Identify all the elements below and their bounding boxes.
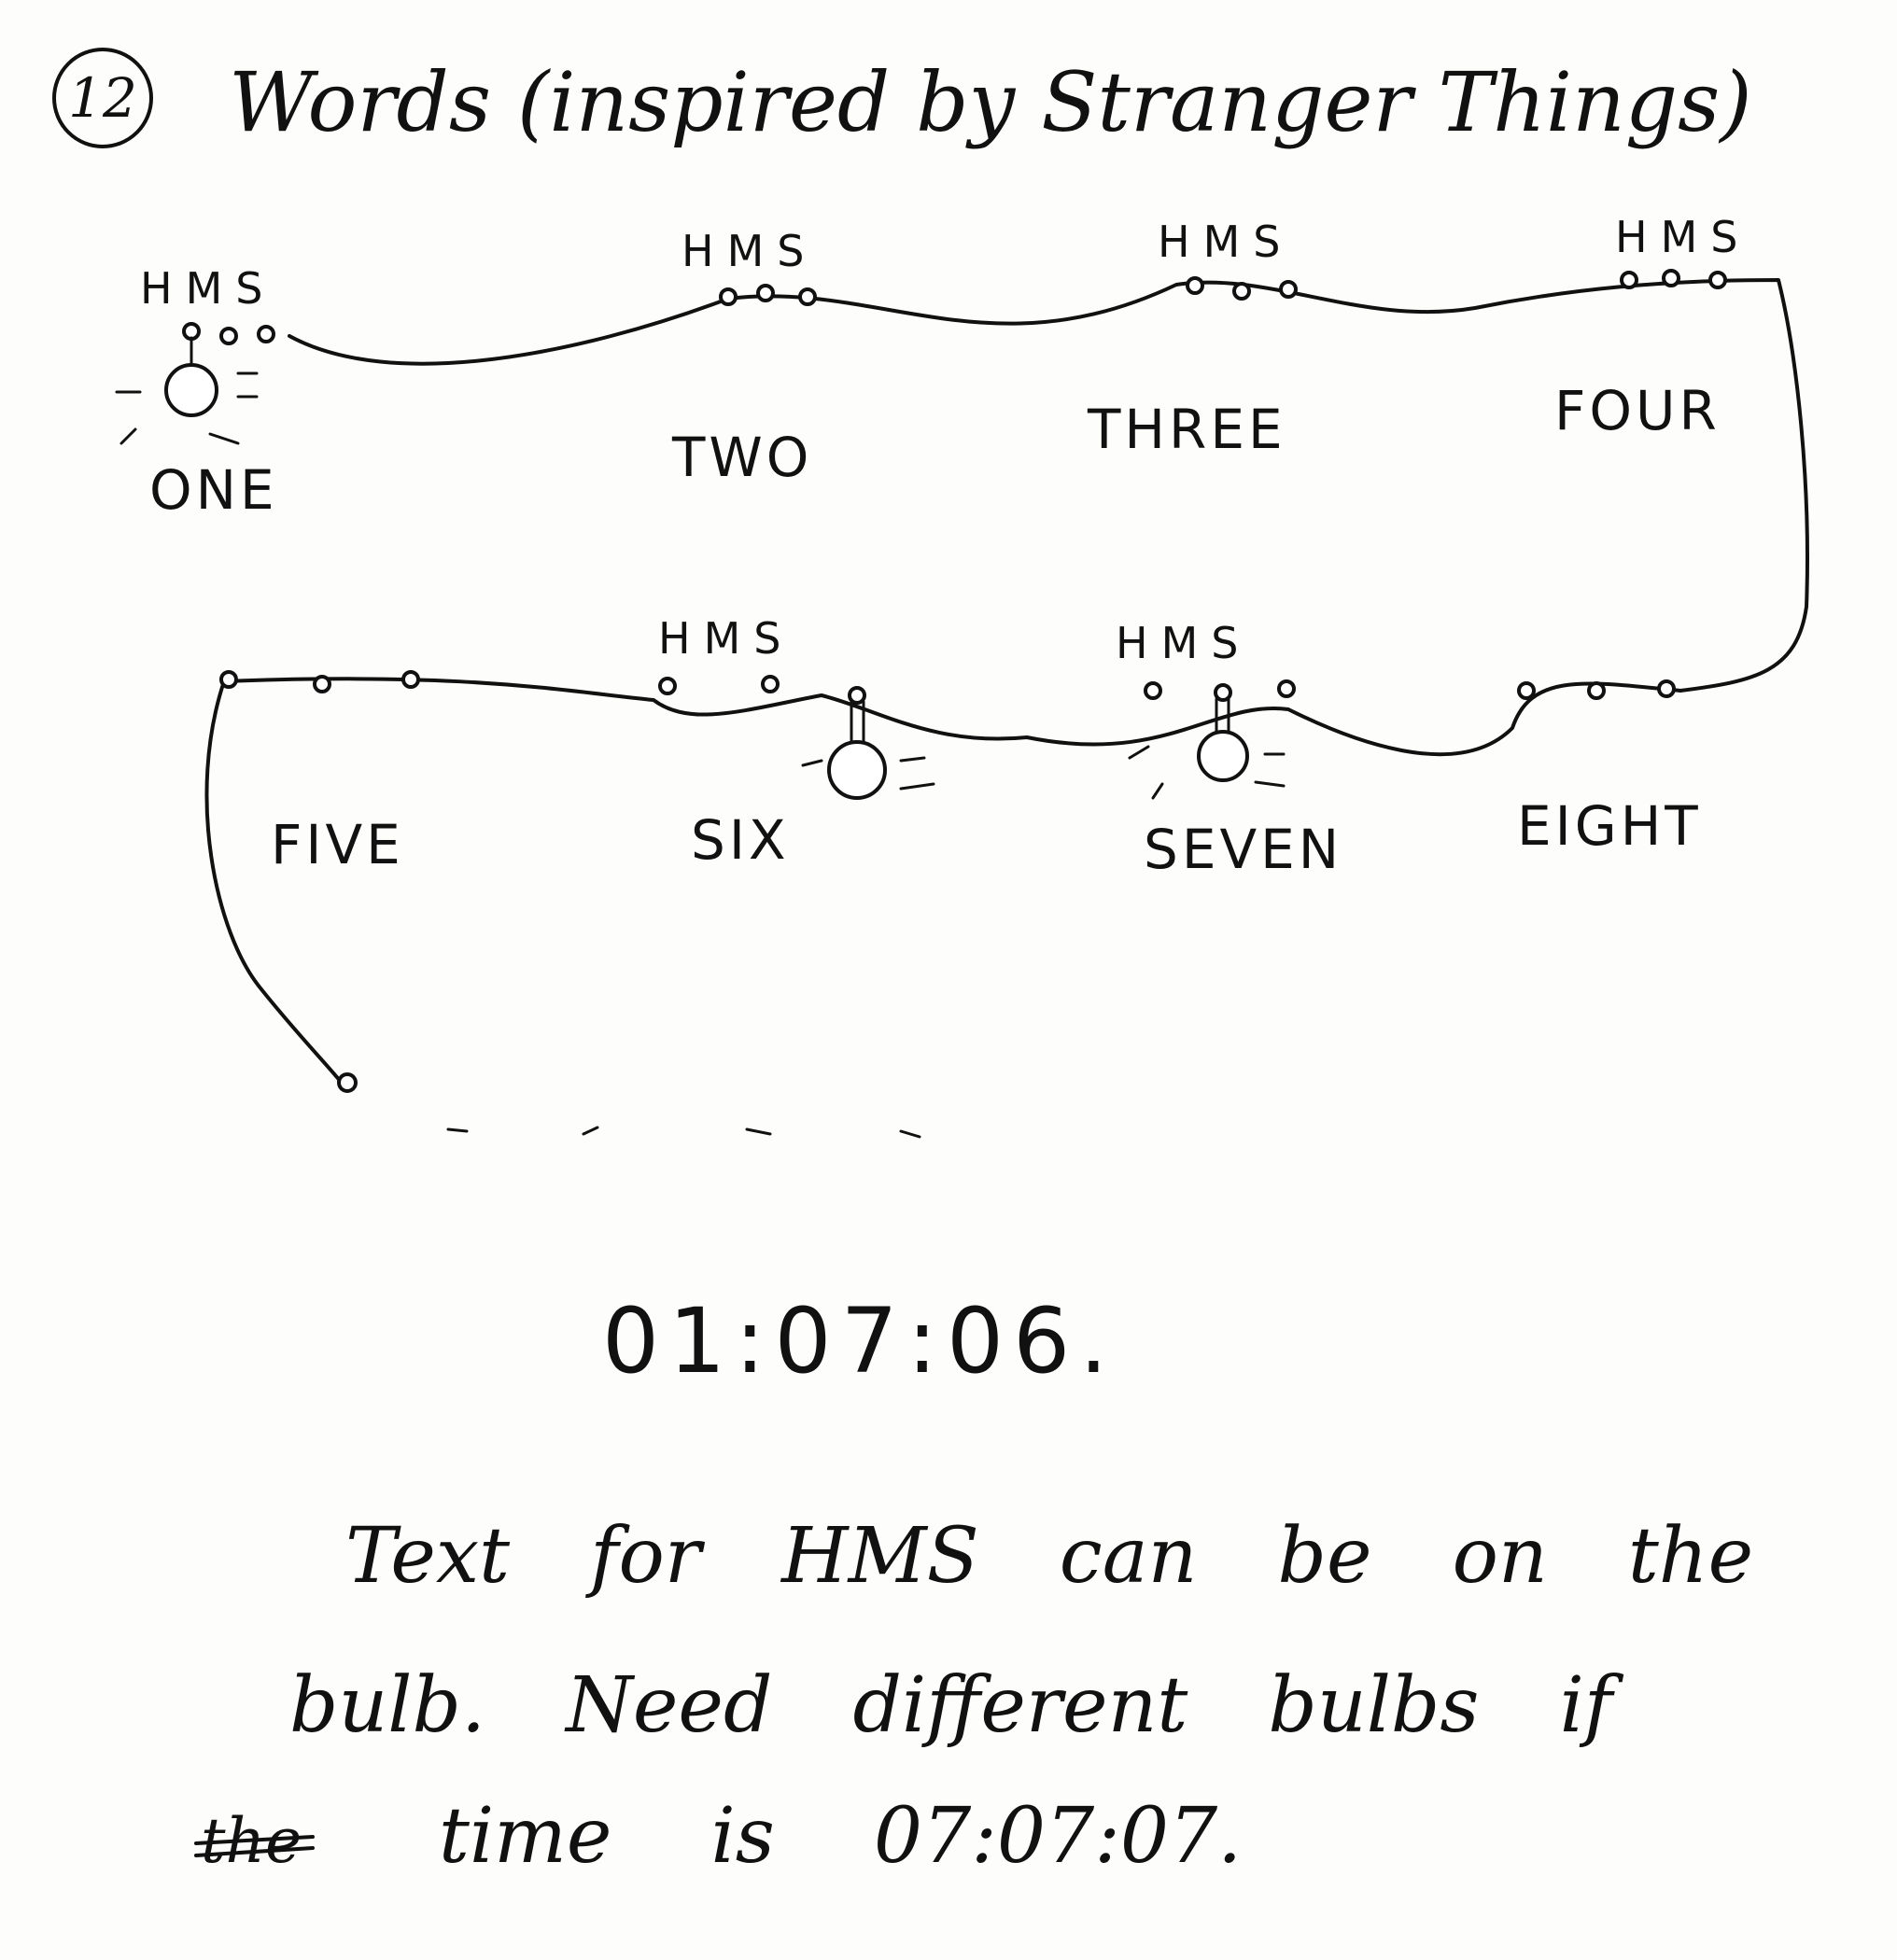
hms-label-three: HMS (1158, 217, 1293, 267)
string-end-plug (337, 1072, 358, 1093)
time-display: 01:07:06. (602, 1289, 1117, 1393)
bulb (1277, 679, 1296, 698)
bulb-cluster-four (1620, 269, 1727, 289)
lit-bulb-six (801, 700, 935, 800)
lit-bulb-one (115, 336, 259, 445)
word-one: ONE (149, 458, 278, 522)
hms-label-two: HMS (682, 226, 817, 276)
word-seven: SEVEN (1144, 818, 1342, 881)
bulb (658, 677, 677, 695)
bulb-cluster-five (219, 670, 420, 693)
bulb-cluster-six (658, 675, 866, 705)
note-line-2: bulb. Need different bulbs if (289, 1661, 1624, 1750)
title-text: Words (inspired by Stranger Things) (229, 54, 1752, 150)
bulb (1144, 681, 1162, 700)
upper-light-string (288, 278, 1809, 693)
hms-label-six: HMS (658, 613, 794, 664)
bulb (401, 670, 420, 689)
bulb (1214, 683, 1232, 702)
bulb (313, 675, 331, 693)
bulb-cluster-two (719, 284, 817, 306)
hms-label-one: HMS (140, 263, 275, 314)
word-three: THREE (1087, 398, 1286, 461)
bulb (219, 670, 238, 689)
bulb (1708, 271, 1727, 289)
bulb (219, 327, 238, 345)
bulb (848, 686, 866, 705)
bulb-cluster-three (1186, 276, 1298, 301)
hms-label-four: HMS (1615, 212, 1750, 262)
bulb (1657, 679, 1676, 698)
bulb (1232, 282, 1251, 301)
bulb-cluster-eight (1517, 679, 1676, 700)
word-five: FIVE (271, 813, 404, 876)
bulb (1517, 681, 1536, 700)
word-eight: EIGHT (1517, 794, 1702, 858)
hms-label-seven: HMS (1116, 618, 1251, 668)
lower-light-string (204, 677, 1682, 1089)
bulb (756, 284, 775, 302)
bulb (798, 287, 817, 306)
continuation-dashes (446, 1126, 921, 1139)
title-number: 12 (68, 66, 137, 130)
bulb (1662, 269, 1680, 287)
lit-bulb-seven (1128, 697, 1286, 800)
crossed-out-word: the (194, 1805, 315, 1877)
bulb (719, 287, 738, 306)
word-six: SIX (691, 808, 790, 872)
word-four: FOUR (1554, 379, 1721, 442)
bulb (1587, 681, 1606, 700)
bulb (761, 675, 780, 693)
bulb-cluster-seven (1144, 679, 1296, 702)
note-line-1: Text for HMS can be on the (345, 1512, 1753, 1601)
word-two: TWO (671, 426, 812, 489)
note-line-3: time is 07:07:07. (439, 1792, 1242, 1881)
bulb (1186, 276, 1204, 295)
title-number-circle (52, 48, 153, 148)
bulb (1620, 271, 1638, 289)
bulb (257, 325, 275, 343)
bulb (1279, 280, 1298, 299)
bulb-cluster-one (182, 322, 275, 345)
